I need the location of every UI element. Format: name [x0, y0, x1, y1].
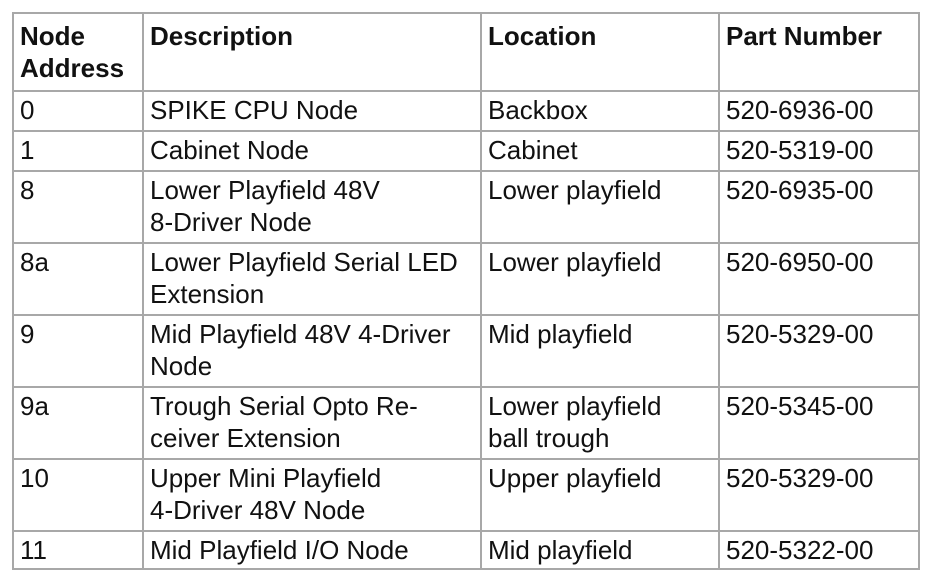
- cell-part-number: 520-5319-00: [718, 130, 920, 172]
- cell-node-address: 9: [12, 314, 144, 388]
- cell-part-number: 520-6936-00: [718, 90, 920, 132]
- cell-part-number: 520-5329-00: [718, 458, 920, 532]
- cell-description: Mid Playfield 48V 4-Driver Node: [142, 314, 482, 388]
- header-description: Description: [142, 12, 482, 92]
- table-row: 8a Lower Playfield Serial LED Extension …: [12, 242, 920, 316]
- cell-node-address: 11: [12, 530, 144, 570]
- cell-part-number: 520-5329-00: [718, 314, 920, 388]
- cell-part-number: 520-6935-00: [718, 170, 920, 244]
- cell-location: Mid playfield: [480, 530, 720, 570]
- cell-node-address: 1: [12, 130, 144, 172]
- cell-description: Upper Mini Playfield 4-Driver 48V Node: [142, 458, 482, 532]
- cell-location: Upper playfield: [480, 458, 720, 532]
- table-row: 9 Mid Playfield 48V 4-Driver Node Mid pl…: [12, 314, 920, 388]
- cell-node-address: 8: [12, 170, 144, 244]
- table-row: 11 Mid Playfield I/O Node Mid playfield …: [12, 530, 920, 570]
- table-header-row: Node Address Description Location Part N…: [12, 12, 920, 92]
- cell-description: Mid Playfield I/O Node: [142, 530, 482, 570]
- cell-description: Lower Playfield 48V 8-Driver Node: [142, 170, 482, 244]
- header-part-number: Part Number: [718, 12, 920, 92]
- table-row: 9a Trough Serial Opto Re- ceiver Extensi…: [12, 386, 920, 460]
- cell-node-address: 8a: [12, 242, 144, 316]
- cell-node-address: 0: [12, 90, 144, 132]
- cell-description: Lower Playfield Serial LED Extension: [142, 242, 482, 316]
- cell-location: Lower playfield ball trough: [480, 386, 720, 460]
- cell-part-number: 520-6950-00: [718, 242, 920, 316]
- cell-location: Mid playfield: [480, 314, 720, 388]
- table-row: 1 Cabinet Node Cabinet 520-5319-00: [12, 130, 920, 172]
- table-row: 0 SPIKE CPU Node Backbox 520-6936-00: [12, 90, 920, 132]
- cell-location: Backbox: [480, 90, 720, 132]
- cell-location: Cabinet: [480, 130, 720, 172]
- table-row: 8 Lower Playfield 48V 8-Driver Node Lowe…: [12, 170, 920, 244]
- cell-description: SPIKE CPU Node: [142, 90, 482, 132]
- node-table: Node Address Description Location Part N…: [12, 12, 920, 570]
- cell-node-address: 9a: [12, 386, 144, 460]
- header-location: Location: [480, 12, 720, 92]
- cell-location: Lower playfield: [480, 242, 720, 316]
- cell-node-address: 10: [12, 458, 144, 532]
- cell-description: Cabinet Node: [142, 130, 482, 172]
- cell-description: Trough Serial Opto Re- ceiver Extension: [142, 386, 482, 460]
- cell-location: Lower playfield: [480, 170, 720, 244]
- table-row: 10 Upper Mini Playfield 4-Driver 48V Nod…: [12, 458, 920, 532]
- cell-part-number: 520-5345-00: [718, 386, 920, 460]
- cell-part-number: 520-5322-00: [718, 530, 920, 570]
- header-node-address: Node Address: [12, 12, 144, 92]
